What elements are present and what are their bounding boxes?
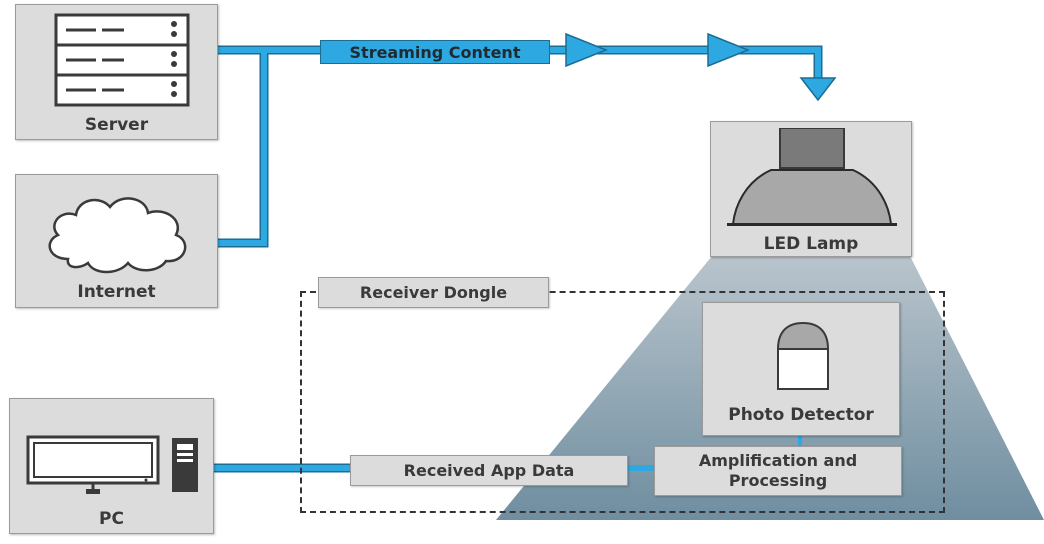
receiver-dongle-label: Receiver Dongle xyxy=(318,277,549,308)
streaming-content-label: Streaming Content xyxy=(320,40,550,64)
led-lamp-node: LED Lamp xyxy=(710,121,912,257)
pc-node: PC xyxy=(9,398,214,534)
receiver-dongle-outline xyxy=(300,291,945,513)
photo-detector-node: Photo Detector xyxy=(702,302,900,436)
internet-wire xyxy=(218,50,267,246)
amplification-processing-node: Amplification and Processing xyxy=(654,446,902,496)
photo-detector-label: Photo Detector xyxy=(728,405,874,425)
pc-label: PC xyxy=(99,509,124,529)
led-lamp-label: LED Lamp xyxy=(763,234,859,254)
arrow-down xyxy=(799,77,837,102)
photo-detector-icon xyxy=(776,321,830,390)
received-app-data-node: Received App Data xyxy=(350,455,628,486)
internet-label: Internet xyxy=(77,282,156,302)
server-label: Server xyxy=(84,115,149,135)
tower-icon xyxy=(172,438,198,492)
monitor-icon xyxy=(26,435,160,494)
arrow-1 xyxy=(565,32,609,68)
amplification-label-line1: Amplification and xyxy=(698,451,858,470)
amplification-label-line2: Processing xyxy=(728,471,828,490)
arrow-2 xyxy=(707,32,751,68)
server-node: Server xyxy=(15,4,218,140)
led-lamp-icon xyxy=(727,128,897,226)
cloud-icon xyxy=(48,197,187,274)
server-icon xyxy=(54,13,190,107)
internet-node: Internet xyxy=(15,174,218,308)
